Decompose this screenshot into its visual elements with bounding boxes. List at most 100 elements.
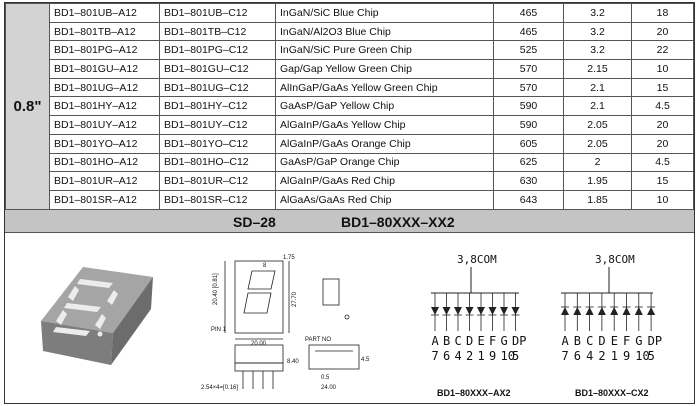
display-photo <box>41 267 153 365</box>
dim-total-height: 27.70 <box>292 291 298 307</box>
diode-icon <box>634 307 643 315</box>
package-label: SD–28 <box>233 214 276 230</box>
diode-icon <box>597 307 606 315</box>
segment-letter: G <box>635 334 642 348</box>
intensity-cell: 10 <box>631 189 694 210</box>
voltage-cell: 2.05 <box>563 133 632 154</box>
chip-cell: GaAsP/GaP Orange Chip <box>275 152 494 173</box>
series-label: BD1–80XXX–XX2 <box>341 214 455 230</box>
cathode-part-cell: BD1–801GU–C12 <box>159 59 276 79</box>
pin-number: 9 <box>489 349 496 363</box>
cathode-part-cell: BD1–801UY–C12 <box>159 115 276 135</box>
anode-part-cell: BD1–801HY–A12 <box>49 96 160 117</box>
diode-icon <box>511 307 520 315</box>
anode-part-cell: BD1–801UB–A12 <box>49 3 160 23</box>
chip-cell: Gap/Gap Yellow Green Chip <box>275 59 494 79</box>
cathode-part-cell: BD1–801HY–C12 <box>159 96 276 117</box>
segment-letter: G <box>501 334 508 348</box>
segment-letter: B <box>443 334 450 348</box>
diode-icon <box>431 307 439 315</box>
diode-icon <box>561 307 569 315</box>
cathode-part-cell: BD1–801UG–C12 <box>159 77 276 98</box>
caption-common-anode: BD1–80XXX–AX2 <box>437 388 511 398</box>
anode-part-cell: BD1–801UY–A12 <box>49 115 160 135</box>
diode-icon <box>647 307 656 315</box>
pin-number: 10 <box>501 349 515 363</box>
chip-cell: AlInGaP/GaAs Yellow Green Chip <box>275 77 494 98</box>
diode-icon <box>610 307 619 315</box>
intensity-cell: 4.5 <box>631 96 694 117</box>
intensity-cell: 20 <box>631 115 694 135</box>
diode-icon <box>465 307 474 315</box>
wavelength-cell: 570 <box>493 77 564 98</box>
intensity-cell: 15 <box>631 77 694 98</box>
com-label-c: 3,8COM <box>595 253 635 266</box>
dim-seg: 8 <box>263 263 267 269</box>
pin-number: 4 <box>455 349 462 363</box>
voltage-cell: 1.85 <box>563 189 632 210</box>
diode-icon <box>622 307 631 315</box>
cathode-part-cell: BD1–801PG–C12 <box>159 40 276 61</box>
voltage-cell: 3.2 <box>563 21 632 42</box>
pin1-label: PIN 1 <box>211 327 227 333</box>
pin-number: 5 <box>648 349 655 363</box>
caption-common-cathode: BD1–80XXX–CX2 <box>575 388 649 398</box>
anode-part-cell: BD1–801HO–A12 <box>49 152 160 173</box>
anode-part-cell: BD1–801TB–A12 <box>49 21 160 42</box>
segment-letter: C <box>455 334 462 348</box>
cathode-part-cell: BD1–801UB–C12 <box>159 3 276 23</box>
diode-icon <box>573 307 582 315</box>
anode-part-cell: BD1–801UR–A12 <box>49 171 160 191</box>
anode-part-cell: BD1–801UG–A12 <box>49 77 160 98</box>
chip-cell: AlGaInP/GaAs Red Chip <box>275 171 494 191</box>
outline-drawing <box>224 260 360 389</box>
drawing-area: 20.40 [0.81] 27.70 20.00 8.40 4.5 0.5 24… <box>41 253 662 398</box>
wavelength-cell: 605 <box>493 133 564 154</box>
pin-number: 7 <box>432 349 439 363</box>
wavelength-cell: 590 <box>493 96 564 117</box>
voltage-cell: 2.05 <box>563 115 632 135</box>
segment-letter: C <box>586 334 593 348</box>
pin-number: 1 <box>478 349 485 363</box>
chip-cell: AlGaInP/GaAs Yellow Chip <box>275 115 494 135</box>
diode-icon <box>442 307 451 315</box>
voltage-cell: 2.1 <box>563 77 632 98</box>
segment-letter: D <box>598 334 605 348</box>
intensity-cell: 18 <box>631 3 694 23</box>
voltage-cell: 2 <box>563 152 632 173</box>
dim-depth: 8.40 <box>287 359 299 365</box>
segment-letter: A <box>562 334 570 348</box>
pin-number: 6 <box>443 349 450 363</box>
wavelength-cell: 570 <box>493 59 564 79</box>
segment-letter: F <box>623 334 630 348</box>
chip-cell: AlGaAs/GaAs Red Chip <box>275 189 494 210</box>
diode-icon <box>488 307 497 315</box>
dim-top: 1.75 <box>283 255 295 261</box>
chip-cell: InGaN/SiC Pure Green Chip <box>275 40 494 61</box>
wavelength-cell: 643 <box>493 189 564 210</box>
voltage-cell: 1.95 <box>563 171 632 191</box>
chip-cell: InGaN/Al2O3 Blue Chip <box>275 21 494 42</box>
wavelength-cell: 465 <box>493 3 564 23</box>
dim-pitch: 2.54×4=[0.16] <box>201 385 238 391</box>
segment-letter: E <box>611 334 618 348</box>
anode-part-cell: BD1–801SR–A12 <box>49 189 160 210</box>
wavelength-cell: 465 <box>493 21 564 42</box>
size-cell: 0.8" <box>5 3 50 210</box>
segment-letter: D <box>466 334 473 348</box>
pin-number: 1 <box>611 349 618 363</box>
intensity-cell: 10 <box>631 59 694 79</box>
dim-pin: 0.5 <box>321 375 330 381</box>
